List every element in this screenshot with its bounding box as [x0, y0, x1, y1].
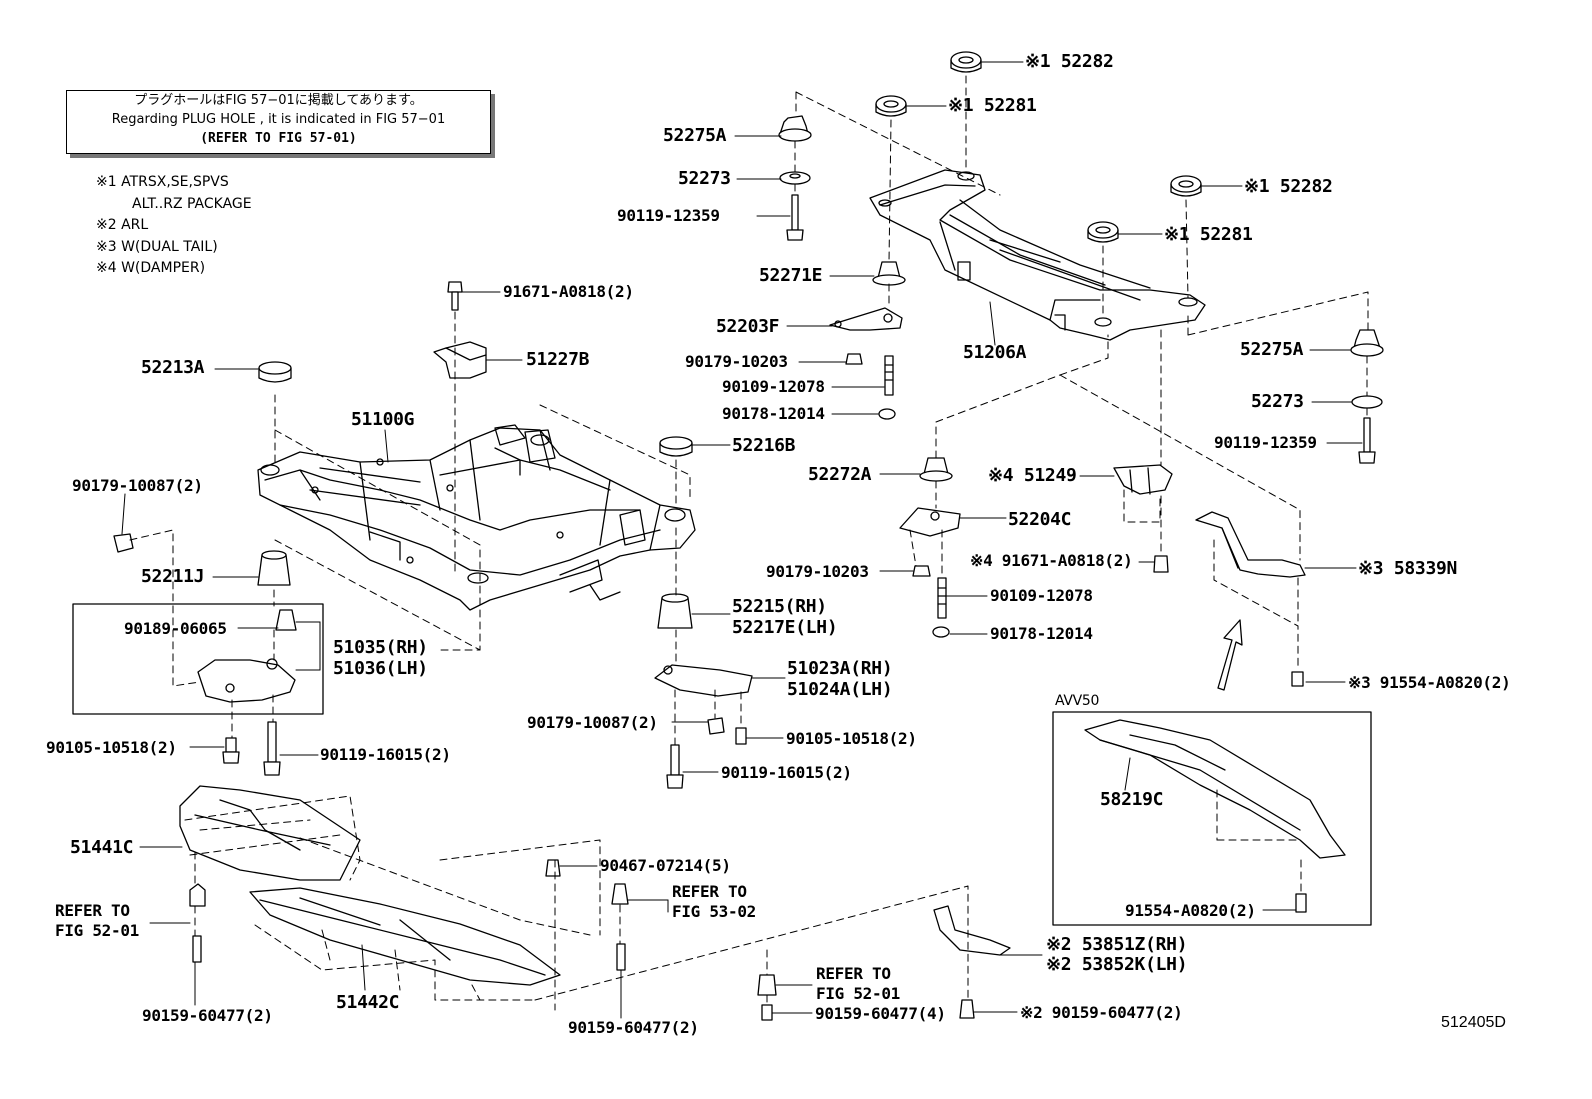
- avv50-box: [1052, 711, 1372, 926]
- mounts-right-column: [1350, 329, 1384, 464]
- refer-to-label: REFER TO: [816, 964, 891, 983]
- part-label-90179-10087: 90179-10087(2): [527, 713, 658, 732]
- part-label-90105-10518: 90105-10518(2): [46, 738, 177, 757]
- under-covers: [179, 785, 1011, 1021]
- avv50-label: AVV50: [1055, 693, 1100, 709]
- part-label-52273: 52273: [1251, 391, 1304, 412]
- part-label-52204c: 52204C: [1008, 509, 1072, 530]
- part-label-52215: 52215(RH): [732, 596, 827, 617]
- part-label-91554-a0820: ※3 91554-A0820(2): [1348, 673, 1511, 692]
- part-label-52281: ※1 52281: [1164, 224, 1253, 245]
- legend-item: ※3 W(DUAL TAIL): [96, 238, 218, 255]
- part-label-90119-16015: 90119-16015(2): [721, 763, 852, 782]
- part-label-91671-a0818: ※4 91671-A0818(2): [970, 551, 1133, 570]
- fig-ref-52-01: FIG 52-01: [816, 984, 900, 1003]
- part-label-58219c: 58219C: [1100, 789, 1164, 810]
- part-label-90159-60477: 90159-60477(4): [815, 1004, 946, 1023]
- bushings-top: [875, 51, 1202, 243]
- legend: ※1 ATRSX,SE,SPVS ALT..RZ PACKAGE ※2 ARL …: [96, 172, 252, 280]
- part-label-53851z: ※2 53851Z(RH): [1046, 934, 1188, 955]
- part-label-90189-06065: 90189-06065: [124, 619, 227, 638]
- part-label-52272a: 52272A: [808, 464, 872, 485]
- leader-lines: [121, 61, 1363, 1019]
- note-japanese: プラグホールはFIG 57−01に掲載してあります。: [134, 93, 423, 108]
- part-label-58339n: ※3 58339N: [1358, 558, 1458, 579]
- part-label-90178-12014: 90178-12014: [722, 404, 825, 423]
- front-crossmember-51100g: [257, 424, 696, 611]
- part-label-90119-16015: 90119-16015(2): [320, 745, 451, 764]
- part-label-90179-10203: 90179-10203: [685, 352, 788, 371]
- note-reference: (REFER TO FIG 57-01): [200, 131, 357, 146]
- part-label-90105-10518: 90105-10518(2): [786, 729, 917, 748]
- part-label-90159-60477: 90159-60477(2): [142, 1006, 273, 1025]
- sheet-id: 512405D: [1441, 1014, 1506, 1031]
- part-label-90467-07214: 90467-07214(5): [600, 856, 731, 875]
- part-label-52273: 52273: [678, 168, 731, 189]
- part-label-90179-10087: 90179-10087(2): [72, 476, 203, 495]
- part-label-90109-12078: 90109-12078: [990, 586, 1093, 605]
- part-label-90178-12014: 90178-12014: [990, 624, 1093, 643]
- part-label-52275a: 52275A: [663, 125, 727, 146]
- part-label-51442c: 51442C: [336, 992, 400, 1013]
- part-label-90109-12078: 90109-12078: [722, 377, 825, 396]
- refer-to-label: REFER TO: [672, 882, 747, 901]
- rear-crossmember-51206a: [869, 169, 1206, 341]
- part-label-52281: ※1 52281: [948, 95, 1037, 116]
- part-label-53852k: ※2 53852K(LH): [1046, 954, 1188, 975]
- legend-item: ALT..RZ PACKAGE: [132, 195, 252, 212]
- part-label-51036: 51036(LH): [333, 658, 428, 679]
- legend-item: ※1 ATRSX,SE,SPVS: [96, 174, 229, 190]
- bracket-58339n: [1195, 511, 1306, 687]
- fig-ref-53-02: FIG 53-02: [672, 902, 756, 921]
- part-label-52282: ※1 52282: [1244, 176, 1333, 197]
- subframe-mount-box: [72, 603, 324, 715]
- part-label-51024a: 51024A(LH): [787, 679, 893, 700]
- part-label-90119-12359: 90119-12359: [617, 206, 720, 225]
- front-small-parts: [113, 281, 693, 629]
- refer-to-label: REFER TO: [55, 901, 130, 920]
- part-label-51035: 51035(RH): [333, 637, 428, 658]
- part-label-91554-a0820: 91554-A0820(2): [1125, 901, 1256, 920]
- part-label-52211j: 52211J: [141, 566, 205, 587]
- legend-item: ※4 W(DAMPER): [96, 260, 206, 276]
- part-label-52216b: 52216B: [732, 435, 796, 456]
- part-label-52271e: 52271E: [759, 265, 823, 286]
- subframe-mount-right: [222, 664, 753, 789]
- part-label-51249: ※4 51249: [988, 465, 1077, 486]
- part-label-51206a: 51206A: [963, 342, 1027, 363]
- part-label-90119-12359: 90119-12359: [1214, 433, 1317, 452]
- part-label-52213a: 52213A: [141, 357, 205, 378]
- direction-arrow: [1217, 619, 1243, 691]
- part-label-91671-a0818: 91671-A0818(2): [503, 282, 634, 301]
- part-label-51441c: 51441C: [70, 837, 134, 858]
- mounts-left-column: [778, 115, 906, 420]
- plug-hole-note: プラグホールはFIG 57−01に掲載してあります。 Regarding PLU…: [66, 90, 491, 154]
- part-label-90179-10203: 90179-10203: [766, 562, 869, 581]
- part-label-52282: ※1 52282: [1025, 51, 1114, 72]
- note-english: Regarding PLUG HOLE , it is indicated in…: [111, 112, 446, 127]
- part-label-51023a: 51023A(RH): [787, 658, 893, 679]
- part-label-90159-60477: ※2 90159-60477(2): [1020, 1003, 1183, 1022]
- part-label-52275a: 52275A: [1240, 339, 1304, 360]
- part-label-90159-60477: 90159-60477(2): [568, 1018, 699, 1037]
- part-label-52217e: 52217E(LH): [732, 617, 838, 638]
- part-label-52203f: 52203F: [716, 316, 780, 337]
- legend-item: ※2 ARL: [96, 217, 149, 233]
- fig-ref-52-01: FIG 52-01: [55, 921, 139, 940]
- part-label-51227b: 51227B: [526, 349, 590, 370]
- dashed-guides: [129, 75, 1369, 1011]
- part-label-51100g: 51100G: [351, 409, 415, 430]
